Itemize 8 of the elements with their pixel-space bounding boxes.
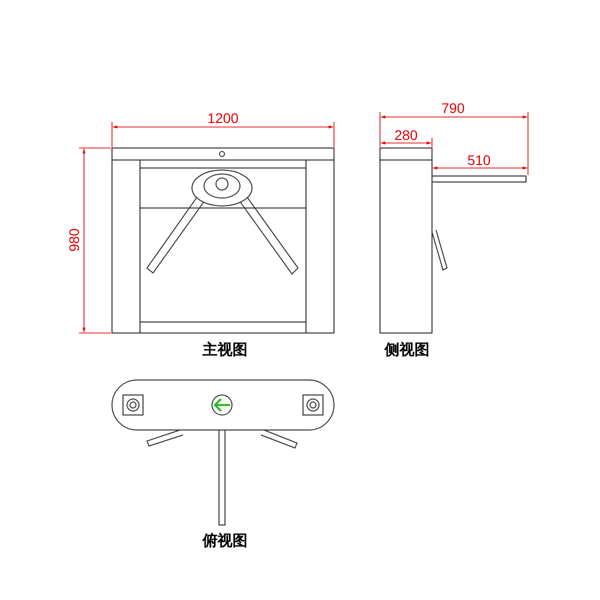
dimension-label: 1200 [207, 110, 239, 126]
dimension-label: 510 [467, 152, 491, 168]
dimension-label: 280 [394, 127, 418, 143]
view-caption: 侧视图 [384, 340, 430, 360]
dimension-label: 790 [441, 100, 465, 116]
view-caption: 主视图 [202, 340, 248, 360]
view-caption: 俯视图 [202, 532, 248, 550]
dimension-label: 980 [66, 228, 82, 252]
